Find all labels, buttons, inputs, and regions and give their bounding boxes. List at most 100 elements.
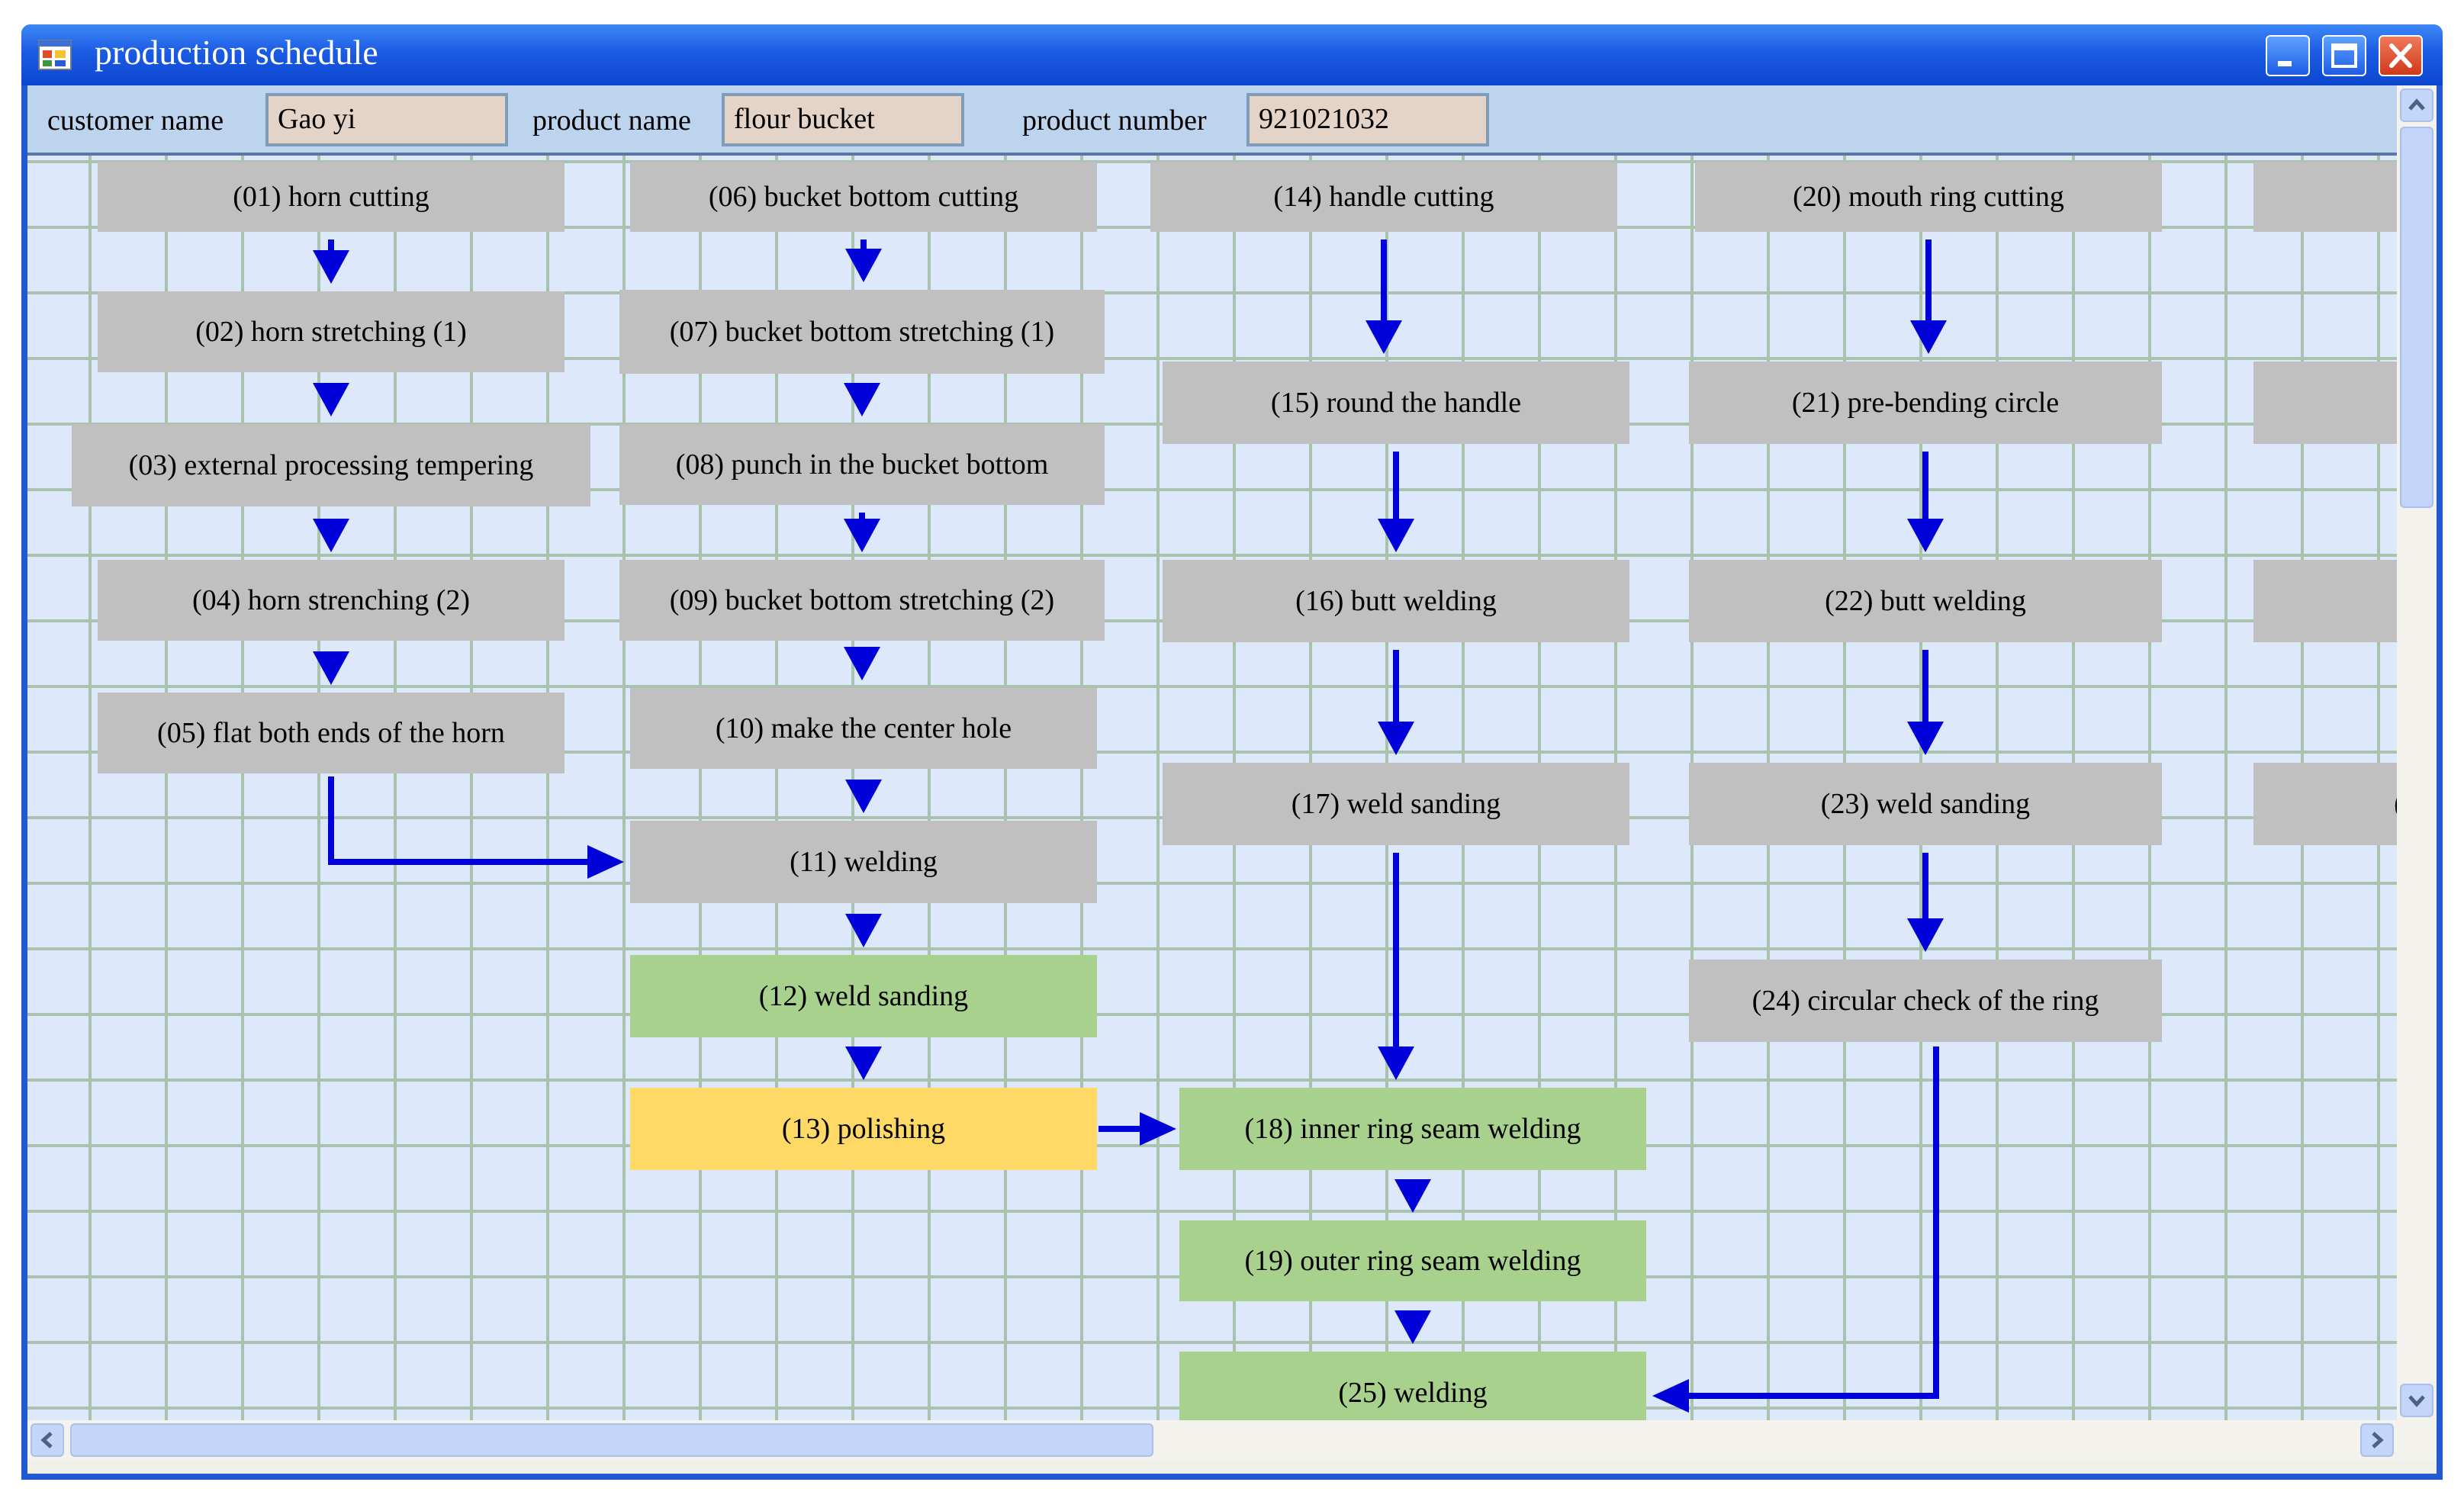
flow-arrow-04-05-head (313, 651, 349, 685)
process-step-09[interactable]: (09) bucket bottom stretching (2) (619, 560, 1105, 641)
flow-arrow-02-03-head (313, 383, 349, 416)
process-step-20[interactable]: (20) mouth ring cutting (1695, 162, 2162, 232)
title-bar[interactable]: production schedule (21, 24, 2443, 85)
process-step-24[interactable]: (24) circular check of the ring (1689, 960, 2162, 1042)
process-step-label: (19) outer ring seam welding (1244, 1245, 1581, 1277)
production-schedule-window: production schedule customer name Gao yi… (21, 24, 2443, 1480)
flow-arrow-17-18-head (1378, 1046, 1414, 1080)
process-step-22[interactable]: (22) butt welding (1689, 560, 2162, 642)
scroll-right-button[interactable] (2360, 1423, 2394, 1457)
process-step-label: (16) butt welding (1295, 585, 1497, 617)
customer-name-field[interactable]: Gao yi (265, 93, 508, 146)
chevron-left-icon (40, 1432, 53, 1448)
process-step-label: (13) polishing (781, 1113, 946, 1145)
process-step-label: (01) horn cutting (233, 181, 429, 213)
process-step-15[interactable]: (15) round the handle (1163, 362, 1629, 444)
process-step-05[interactable]: (05) flat both ends of the horn (98, 693, 565, 773)
process-step-03[interactable]: (03) external processing tempering (72, 424, 590, 506)
flow-arrow-10-11-head (845, 780, 882, 813)
flow-arrow-21-22-head (1907, 519, 1944, 552)
process-step-10[interactable]: (10) make the center hole (630, 688, 1097, 769)
process-step-label: (3 (2394, 787, 2397, 821)
close-button[interactable] (2379, 35, 2423, 76)
process-step-23[interactable]: (23) weld sanding (1689, 763, 2162, 845)
process-step-08[interactable]: (08) punch in the bucket bottom (619, 424, 1105, 505)
product-name-field[interactable]: flour bucket (722, 93, 964, 146)
process-step-c5a[interactable] (2253, 162, 2397, 232)
flow-arrow-07-08-head (844, 383, 880, 416)
process-step-17[interactable]: (17) weld sanding (1163, 763, 1629, 845)
flow-arrow-23-24-head (1907, 918, 1944, 952)
scroll-left-button[interactable] (31, 1423, 64, 1457)
product-number-label: product number (1022, 104, 1207, 137)
flow-arrow-19-25-head (1394, 1310, 1431, 1344)
process-step-25[interactable]: (25) welding (1179, 1352, 1646, 1420)
process-step-label: (06) bucket bottom cutting (708, 181, 1019, 213)
process-step-18[interactable]: (18) inner ring seam welding (1179, 1088, 1646, 1170)
maximize-icon (2331, 43, 2357, 68)
process-step-label: (21) pre-bending circle (1791, 387, 2060, 419)
flow-arrow-14-15-head (1365, 320, 1402, 354)
process-step-label: (12) weld sanding (758, 980, 969, 1012)
process-step-16[interactable]: (16) butt welding (1163, 560, 1629, 642)
customer-name-label: customer name (47, 104, 224, 137)
app-icon (38, 40, 72, 70)
flow-arrow-18-19-head (1394, 1179, 1431, 1213)
flow-arrow-06-07-head (845, 249, 882, 282)
process-step-label: (02) horn stretching (1) (195, 316, 467, 348)
process-step-13[interactable]: (13) polishing (630, 1088, 1097, 1170)
vertical-scroll-thumb[interactable] (2400, 127, 2433, 508)
process-step-label: (23) weld sanding (1820, 788, 2031, 820)
maximize-button[interactable] (2322, 35, 2366, 76)
process-step-label: (25) welding (1338, 1377, 1488, 1409)
process-step-label: (20) mouth ring cutting (1793, 181, 2064, 213)
chevron-right-icon (2372, 1432, 2384, 1448)
product-name-label: product name (532, 104, 691, 137)
process-step-label: (03) external processing tempering (128, 449, 534, 481)
horizontal-scrollbar[interactable] (27, 1420, 2397, 1460)
scroll-down-button[interactable] (2400, 1384, 2433, 1417)
process-step-19[interactable]: (19) outer ring seam welding (1179, 1220, 1646, 1301)
process-step-c5b[interactable] (2253, 362, 2397, 444)
chevron-up-icon (2408, 98, 2425, 111)
process-step-02[interactable]: (02) horn stretching (1) (98, 291, 565, 372)
flow-arrow-20-21-head (1910, 320, 1947, 354)
window-title: production schedule (95, 33, 378, 72)
process-step-07[interactable]: (07) bucket bottom stretching (1) (619, 290, 1105, 374)
process-step-label: (05) flat both ends of the horn (157, 717, 505, 749)
flow-arrow-05-11-head (587, 845, 624, 879)
process-step-11[interactable]: (11) welding (630, 821, 1097, 903)
process-step-c5c[interactable] (2253, 560, 2397, 642)
process-step-label: (18) inner ring seam welding (1244, 1113, 1581, 1145)
process-step-01[interactable]: (01) horn cutting (98, 162, 565, 232)
flow-arrow-03-04-head (313, 519, 349, 552)
resize-grip[interactable] (2397, 1420, 2437, 1460)
product-number-field[interactable]: 921021032 (1246, 93, 1489, 146)
process-step-21[interactable]: (21) pre-bending circle (1689, 362, 2162, 444)
process-step-label: (24) circular check of the ring (1751, 985, 2099, 1017)
flow-arrow-22-23-head (1907, 722, 1944, 755)
flow-arrow-09-10-head (844, 647, 880, 680)
process-step-label: (22) butt welding (1825, 585, 2026, 617)
minimize-button[interactable] (2266, 35, 2310, 76)
flow-arrow-24-25-head (1652, 1379, 1689, 1413)
process-step-label: (07) bucket bottom stretching (1) (669, 316, 1055, 348)
process-step-c5d[interactable]: (3 (2253, 763, 2397, 845)
process-step-04[interactable]: (04) horn strenching (2) (98, 560, 565, 641)
chevron-down-icon (2408, 1395, 2425, 1407)
scroll-up-button[interactable] (2400, 88, 2433, 122)
flow-arrow-01-02-head (313, 250, 349, 284)
process-step-label: (15) round the handle (1270, 387, 1522, 419)
process-step-06[interactable]: (06) bucket bottom cutting (630, 162, 1097, 232)
horizontal-scroll-thumb[interactable] (70, 1423, 1153, 1457)
process-step-12[interactable]: (12) weld sanding (630, 955, 1097, 1037)
vertical-scrollbar[interactable] (2397, 85, 2437, 1420)
process-step-label: (17) weld sanding (1291, 788, 1501, 820)
schedule-canvas[interactable]: (01) horn cutting (02) horn stretching (1… (27, 156, 2397, 1420)
flow-arrow-16-17-head (1378, 722, 1414, 755)
order-info-bar: customer name Gao yi product name flour … (27, 85, 2397, 156)
process-step-label: (14) handle cutting (1273, 181, 1494, 213)
process-step-14[interactable]: (14) handle cutting (1150, 162, 1617, 232)
flow-arrows (313, 240, 1947, 1413)
process-step-label: (08) punch in the bucket bottom (675, 448, 1049, 481)
